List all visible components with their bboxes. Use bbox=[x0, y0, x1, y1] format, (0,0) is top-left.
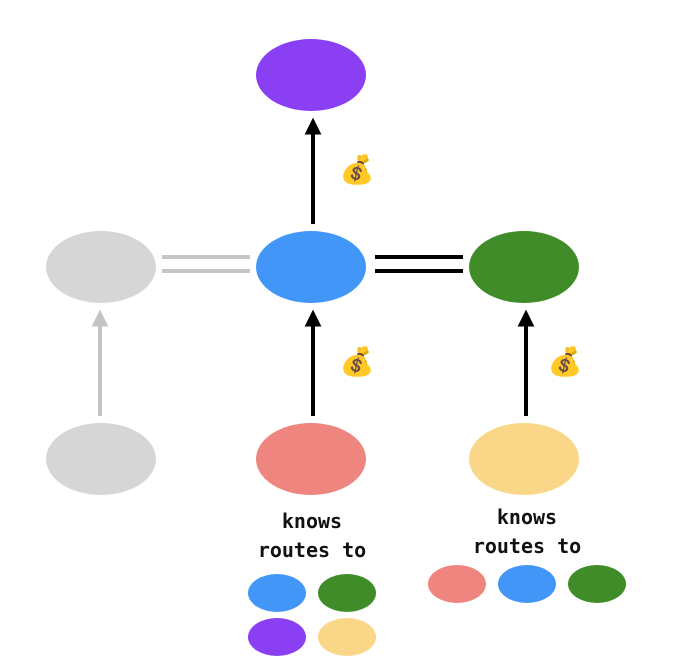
peering-link-gray-blue bbox=[162, 255, 250, 273]
node-yellow[interactable] bbox=[469, 423, 579, 495]
route-dot-purple bbox=[248, 618, 306, 656]
caption-left-line1: knows bbox=[281, 509, 343, 533]
caption-left-line2: routes to bbox=[257, 538, 367, 562]
money-bag-icon: 💰 bbox=[339, 345, 375, 378]
peering-link-blue-green bbox=[375, 255, 463, 273]
route-dot-blue bbox=[498, 565, 556, 603]
node-salmon[interactable] bbox=[256, 423, 366, 495]
route-dot-salmon bbox=[428, 565, 486, 603]
caption-right: knows routes to bbox=[437, 503, 617, 561]
node-gray-bottom[interactable] bbox=[46, 423, 156, 495]
route-dot-yellow bbox=[318, 618, 376, 656]
route-list-left bbox=[248, 574, 376, 656]
route-dot-green bbox=[318, 574, 376, 612]
money-bag-icon: 💰 bbox=[339, 153, 375, 186]
route-dot-green bbox=[568, 565, 626, 603]
route-dot-blue bbox=[248, 574, 306, 612]
money-bag-icon: 💰 bbox=[547, 345, 583, 378]
node-green[interactable] bbox=[469, 231, 579, 303]
caption-left: knows routes to bbox=[222, 507, 402, 565]
caption-right-line2: routes to bbox=[472, 534, 582, 558]
node-purple[interactable] bbox=[256, 39, 366, 111]
node-blue[interactable] bbox=[256, 231, 366, 303]
caption-right-line1: knows bbox=[496, 505, 558, 529]
node-gray-top[interactable] bbox=[46, 231, 156, 303]
route-list-right bbox=[428, 565, 626, 603]
